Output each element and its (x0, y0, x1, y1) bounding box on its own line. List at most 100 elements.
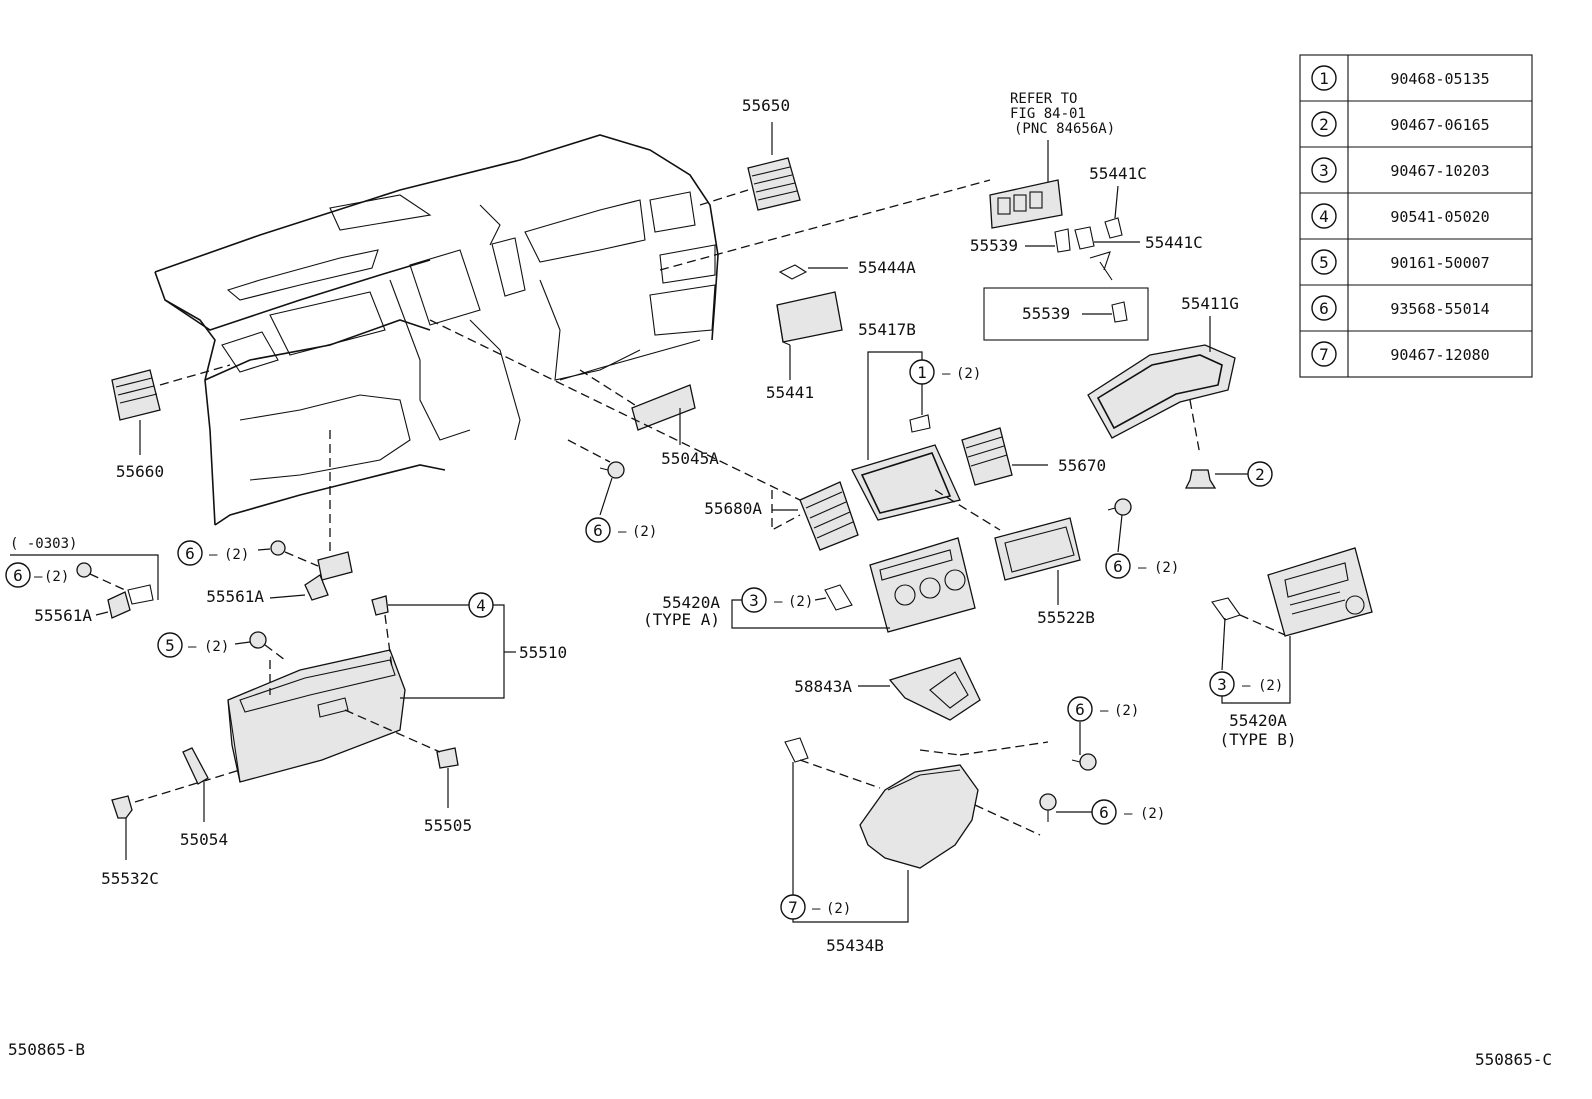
label-55670: 55670 (1058, 456, 1106, 475)
callout-qty: (2) (44, 569, 69, 585)
label-55434b: 55434B (826, 936, 884, 955)
bezel-55417b: 55417B 1 – (2) (851, 320, 981, 521)
callout-ref: 6 (1113, 557, 1123, 576)
callout-dash: – (1124, 806, 1133, 822)
callout-dash: – (812, 901, 821, 917)
label-55417b: 55417B (858, 320, 916, 339)
callout-ref: 3 (1217, 675, 1227, 694)
pocket-55441: 55441 (766, 291, 843, 402)
vent-55660: 55660 (111, 364, 231, 481)
footer-right-code: 550865-C (1475, 1050, 1552, 1069)
clip-group-55441c: 55441C 55539 55441C 55539 (970, 164, 1203, 341)
table-part-no: 90468-05135 (1390, 70, 1489, 88)
label-type-b: (TYPE B) (1219, 730, 1296, 749)
callout-ref: 6 (13, 566, 23, 585)
parts-table: 1 90468-05135 2 90467-06165 3 90467-1020… (1299, 54, 1533, 378)
callout-dash: – (1138, 560, 1147, 576)
label-55505: 55505 (424, 816, 472, 835)
callout-qty: (2) (1154, 560, 1179, 576)
bracket-55561a-left: ( -0303) 6 – (2) 55561A (5, 536, 159, 625)
bolt-6-left: 6 – (2) (567, 439, 657, 543)
label-55532c: 55532C (101, 869, 159, 888)
date-range: ( -0303) (10, 536, 77, 552)
callout-qty: (2) (956, 366, 981, 382)
label-55539-box: 55539 (1022, 304, 1070, 323)
table-ref: 3 (1319, 161, 1329, 180)
label-55441: 55441 (766, 383, 814, 402)
label-55650: 55650 (742, 96, 790, 115)
callout-ref: 6 (593, 521, 603, 540)
vent-55650: 55650 (699, 96, 801, 211)
vent-55670: 55670 (961, 427, 1106, 486)
label-55054: 55054 (180, 830, 228, 849)
clip-55444a: 55444A (778, 258, 916, 280)
label-55539-top: 55539 (970, 236, 1018, 255)
table-part-no: 90161-50007 (1390, 254, 1489, 272)
table-part-no: 90467-12080 (1390, 346, 1489, 364)
bracket-55045a: 55045A (579, 369, 719, 468)
table-ref: 5 (1319, 253, 1329, 272)
switch-assembly: REFER TO FIG 84-01 (PNC 84656A) (659, 91, 1115, 271)
callout-dash: – (1100, 703, 1109, 719)
label-55510: 55510 (519, 643, 567, 662)
table-ref: 1 (1319, 69, 1329, 88)
table-row: 3 90467-10203 (1311, 157, 1490, 183)
cover-55434b: 7 – (2) 55434B (780, 737, 1049, 955)
vent-55680a: 55680A (429, 319, 859, 551)
callout-ref: 6 (185, 544, 195, 563)
label-55561a-mid: 55561A (206, 587, 264, 606)
label-type-a: (TYPE A) (643, 610, 720, 629)
label-55660: 55660 (116, 462, 164, 481)
label-55522b: 55522B (1037, 608, 1095, 627)
callout-dash: – (34, 569, 43, 585)
label-55420a-a: 55420A (662, 593, 720, 612)
table-row: 4 90541-05020 (1311, 203, 1490, 229)
bolt-6-right: 6 – (2) (1105, 498, 1179, 579)
label-58843a: 58843A (794, 677, 852, 696)
callout-dash: – (618, 524, 627, 540)
panel-58843a: 58843A (794, 657, 981, 721)
label-55045a: 55045A (661, 449, 719, 468)
table-row: 1 90468-05135 (1311, 65, 1490, 91)
bolt-6-lower-b: 6 – (2) (1039, 793, 1165, 825)
instrument-panel-illustration (154, 134, 719, 526)
callout-qty: (2) (632, 524, 657, 540)
table-part-no: 93568-55014 (1390, 300, 1489, 318)
callout-qty: (2) (788, 594, 813, 610)
callout-ref: 6 (1075, 700, 1085, 719)
callout-ref: 1 (917, 363, 927, 382)
stopper-55532c: 55532C (101, 769, 241, 888)
callout-ref: 6 (1099, 803, 1109, 822)
table-part-no: 90467-06165 (1390, 116, 1489, 134)
table-ref: 7 (1319, 345, 1329, 364)
bracket-55561a-mid: 6 – (2) 55561A (177, 430, 353, 606)
refer-line2: FIG 84-01 (1010, 106, 1086, 122)
table-row: 6 93568-55014 (1311, 295, 1490, 321)
label-55420a-b: 55420A (1229, 711, 1287, 730)
table-part-no: 90541-05020 (1390, 208, 1489, 226)
callout-qty: (2) (224, 547, 249, 563)
callout-dash: – (774, 594, 783, 610)
label-55411g: 55411G (1181, 294, 1239, 313)
label-55441c-top: 55441C (1089, 164, 1147, 183)
callout-dash: – (209, 547, 218, 563)
table-ref: 4 (1319, 207, 1329, 226)
refer-line3: (PNC 84656A) (1014, 121, 1115, 137)
callout-qty: (2) (1258, 678, 1283, 694)
table-row: 2 90467-06165 (1311, 111, 1490, 137)
callout-ref: 5 (165, 636, 175, 655)
label-55561a-left: 55561A (34, 606, 92, 625)
callout-dash: – (188, 639, 197, 655)
glove-box-55510: 4 55510 5 – (2) (157, 592, 567, 783)
callout-qty: (2) (1140, 806, 1165, 822)
table-row: 5 90161-50007 (1311, 249, 1490, 275)
label-55444a: 55444A (858, 258, 916, 277)
callout-qty: (2) (1114, 703, 1139, 719)
damper-55054: 55054 (180, 747, 228, 849)
callout-ref: 3 (749, 591, 759, 610)
panel-55420a-type-a: 3 – (2) 55420A (TYPE A) (643, 537, 976, 633)
callout-qty: (2) (204, 639, 229, 655)
table-row: 7 90467-12080 (1311, 341, 1490, 367)
callout-ref: 2 (1255, 465, 1265, 484)
table-ref: 6 (1319, 299, 1329, 318)
